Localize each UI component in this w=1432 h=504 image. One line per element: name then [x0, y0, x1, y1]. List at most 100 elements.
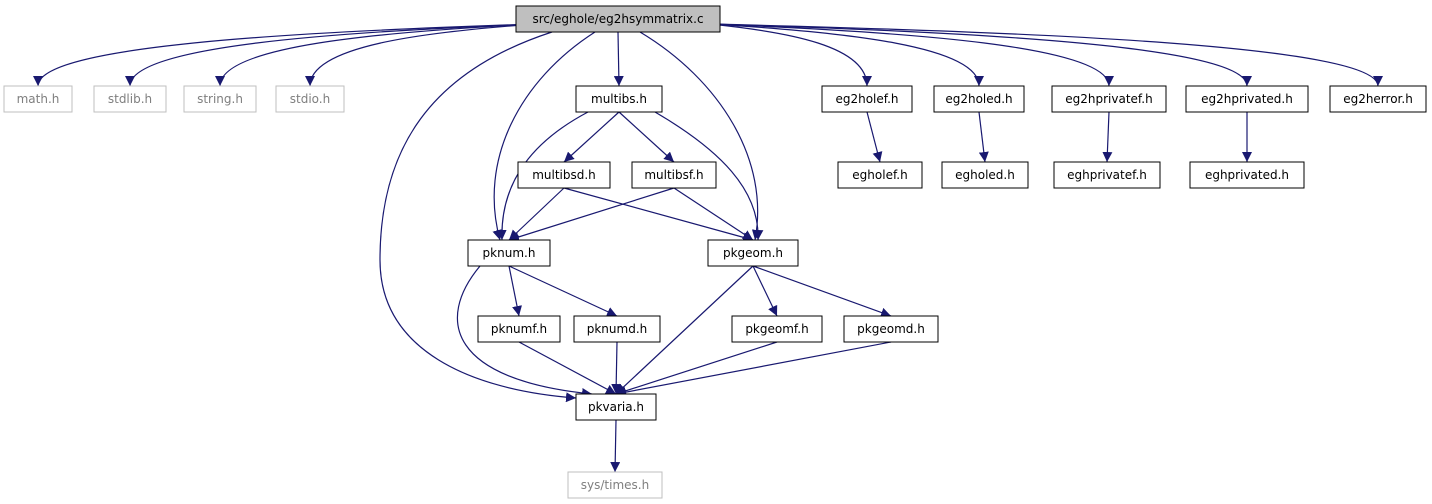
- edge-root-to-pkgeom: [639, 31, 762, 241]
- node-box-pknumf: [477, 315, 561, 343]
- node-eg2hprivatef[interactable]: eg2hprivatef.h: [1051, 85, 1167, 113]
- node-eg2hprivated[interactable]: eg2hprivated.h: [1185, 85, 1309, 113]
- node-pknumd[interactable]: pknumd.h: [573, 315, 661, 343]
- edge-pknumf-to-pkvaria: [518, 341, 617, 395]
- node-box-multibs: [575, 85, 663, 113]
- node-label-systimes: sys/times.h: [581, 478, 649, 492]
- edge-multibs-to-multibsd: [563, 111, 620, 163]
- edge-pknum-to-pknumf: [508, 265, 522, 317]
- node-box-egholed: [941, 161, 1029, 189]
- node-math: math.h: [3, 85, 73, 113]
- node-label-eg2hprivated: eg2hprivated.h: [1201, 92, 1293, 106]
- edge-pkgeomf-to-pkvaria: [615, 341, 778, 396]
- node-label-eg2holef: eg2holef.h: [835, 92, 898, 106]
- node-box-eghprivated: [1189, 161, 1305, 189]
- node-eg2holef[interactable]: eg2holef.h: [821, 85, 913, 113]
- node-label-egholef: egholef.h: [852, 168, 907, 182]
- node-label-eghprivated: eghprivated.h: [1205, 168, 1289, 182]
- node-box-eg2holed: [933, 85, 1025, 113]
- edge-pkgeom-to-pkgeomf: [752, 265, 778, 317]
- edge-root-to-stdio: [305, 23, 537, 87]
- edge-root-to-eg2holef: [709, 23, 872, 87]
- edge-root-to-multibs: [613, 31, 624, 87]
- edge-root-to-pkvaria: [379, 31, 577, 403]
- node-stdio: stdio.h: [275, 85, 345, 113]
- node-label-eg2herror: eg2herror.h: [1343, 92, 1413, 106]
- node-pkgeom[interactable]: pkgeom.h: [707, 239, 799, 267]
- node-label-math: math.h: [17, 92, 60, 106]
- edge-root-to-eg2hprivatef: [709, 23, 1114, 87]
- node-multibsd[interactable]: multibsd.h: [517, 161, 611, 189]
- node-box-multibsf: [631, 161, 717, 189]
- node-stdlib: stdlib.h: [93, 85, 167, 113]
- node-pkgeomf[interactable]: pkgeomf.h: [731, 315, 823, 343]
- nodes-layer: src/eghole/eg2hsymmatrix.c math.h stdlib.h…: [3, 5, 1427, 499]
- node-box-pkvaria: [575, 393, 657, 421]
- node-pknumf[interactable]: pknumf.h: [477, 315, 561, 343]
- edge-root-to-eg2holed: [709, 23, 984, 87]
- node-label-multibs: multibs.h: [591, 92, 647, 106]
- node-label-pknumd: pknumd.h: [587, 322, 648, 336]
- edge-pkgeom-to-pkgeomd: [752, 265, 892, 318]
- node-box-multibsd: [517, 161, 611, 189]
- node-label-root: src/eghole/eg2hsymmatrix.c: [532, 12, 703, 26]
- node-box-eg2herror: [1329, 85, 1427, 113]
- edge-pknum-to-pknumd: [508, 265, 618, 317]
- edge-multibsf-to-pkgeom: [673, 187, 754, 241]
- node-label-pknum: pknum.h: [483, 246, 536, 260]
- edge-pknum-to-pkvaria: [456, 265, 593, 398]
- node-pkvaria[interactable]: pkvaria.h: [575, 393, 657, 421]
- node-multibsf[interactable]: multibsf.h: [631, 161, 717, 189]
- node-egholef[interactable]: egholef.h: [837, 161, 923, 189]
- edge-root-to-eg2herror: [709, 23, 1383, 87]
- node-label-pknumf: pknumf.h: [491, 322, 547, 336]
- node-box-math: [3, 85, 73, 113]
- node-box-systimes: [567, 471, 663, 499]
- node-label-pkvaria: pkvaria.h: [588, 400, 644, 414]
- node-box-pkgeomd: [843, 315, 939, 343]
- node-systimes: sys/times.h: [567, 471, 663, 499]
- node-pkgeomd[interactable]: pkgeomd.h: [843, 315, 939, 343]
- node-multibs[interactable]: multibs.h: [575, 85, 663, 113]
- edge-multibs-to-multibsf: [618, 111, 675, 163]
- node-box-eg2hprivatef: [1051, 85, 1167, 113]
- edge-eg2holed-to-egholed: [978, 111, 989, 163]
- node-box-pkgeom: [707, 239, 799, 267]
- edge-multibsf-to-pknum: [508, 187, 675, 242]
- node-string: string.h: [183, 85, 257, 113]
- edge-multibsd-to-pknum: [508, 187, 565, 241]
- node-box-stdio: [275, 85, 345, 113]
- edge-pkvaria-to-systimes: [610, 419, 621, 473]
- edge-root-to-eg2hprivated: [709, 23, 1252, 87]
- node-pknum[interactable]: pknum.h: [467, 239, 551, 267]
- node-label-eghprivatef: eghprivatef.h: [1067, 168, 1147, 182]
- node-box-eg2holef: [821, 85, 913, 113]
- edge-root-to-string: [215, 23, 537, 87]
- edge-multibsd-to-pkgeom: [563, 187, 754, 243]
- node-label-multibsd: multibsd.h: [532, 168, 596, 182]
- node-label-string: string.h: [197, 92, 243, 106]
- node-egholed[interactable]: egholed.h: [941, 161, 1029, 189]
- edge-pknumd-to-pkvaria: [611, 341, 622, 395]
- edges-layer: [33, 23, 1383, 473]
- node-root[interactable]: src/eghole/eg2hsymmatrix.c: [515, 5, 721, 33]
- node-label-pkgeom: pkgeom.h: [723, 246, 783, 260]
- node-eg2herror[interactable]: eg2herror.h: [1329, 85, 1427, 113]
- node-label-stdlib: stdlib.h: [108, 92, 152, 106]
- node-label-pkgeomf: pkgeomf.h: [745, 322, 808, 336]
- node-label-egholed: egholed.h: [955, 168, 1015, 182]
- node-box-pknumd: [573, 315, 661, 343]
- edge-pkgeom-to-pkvaria: [615, 265, 754, 395]
- node-box-string: [183, 85, 257, 113]
- node-box-eg2hprivated: [1185, 85, 1309, 113]
- node-label-pkgeomd: pkgeomd.h: [857, 322, 925, 336]
- edge-root-to-stdlib: [125, 23, 537, 87]
- edge-root-to-math: [33, 23, 537, 87]
- edge-eg2holef-to-egholef: [866, 111, 883, 163]
- node-eghprivated[interactable]: eghprivated.h: [1189, 161, 1305, 189]
- node-box-stdlib: [93, 85, 167, 113]
- node-box-egholef: [837, 161, 923, 189]
- node-eg2holed[interactable]: eg2holed.h: [933, 85, 1025, 113]
- node-eghprivatef[interactable]: eghprivatef.h: [1053, 161, 1161, 189]
